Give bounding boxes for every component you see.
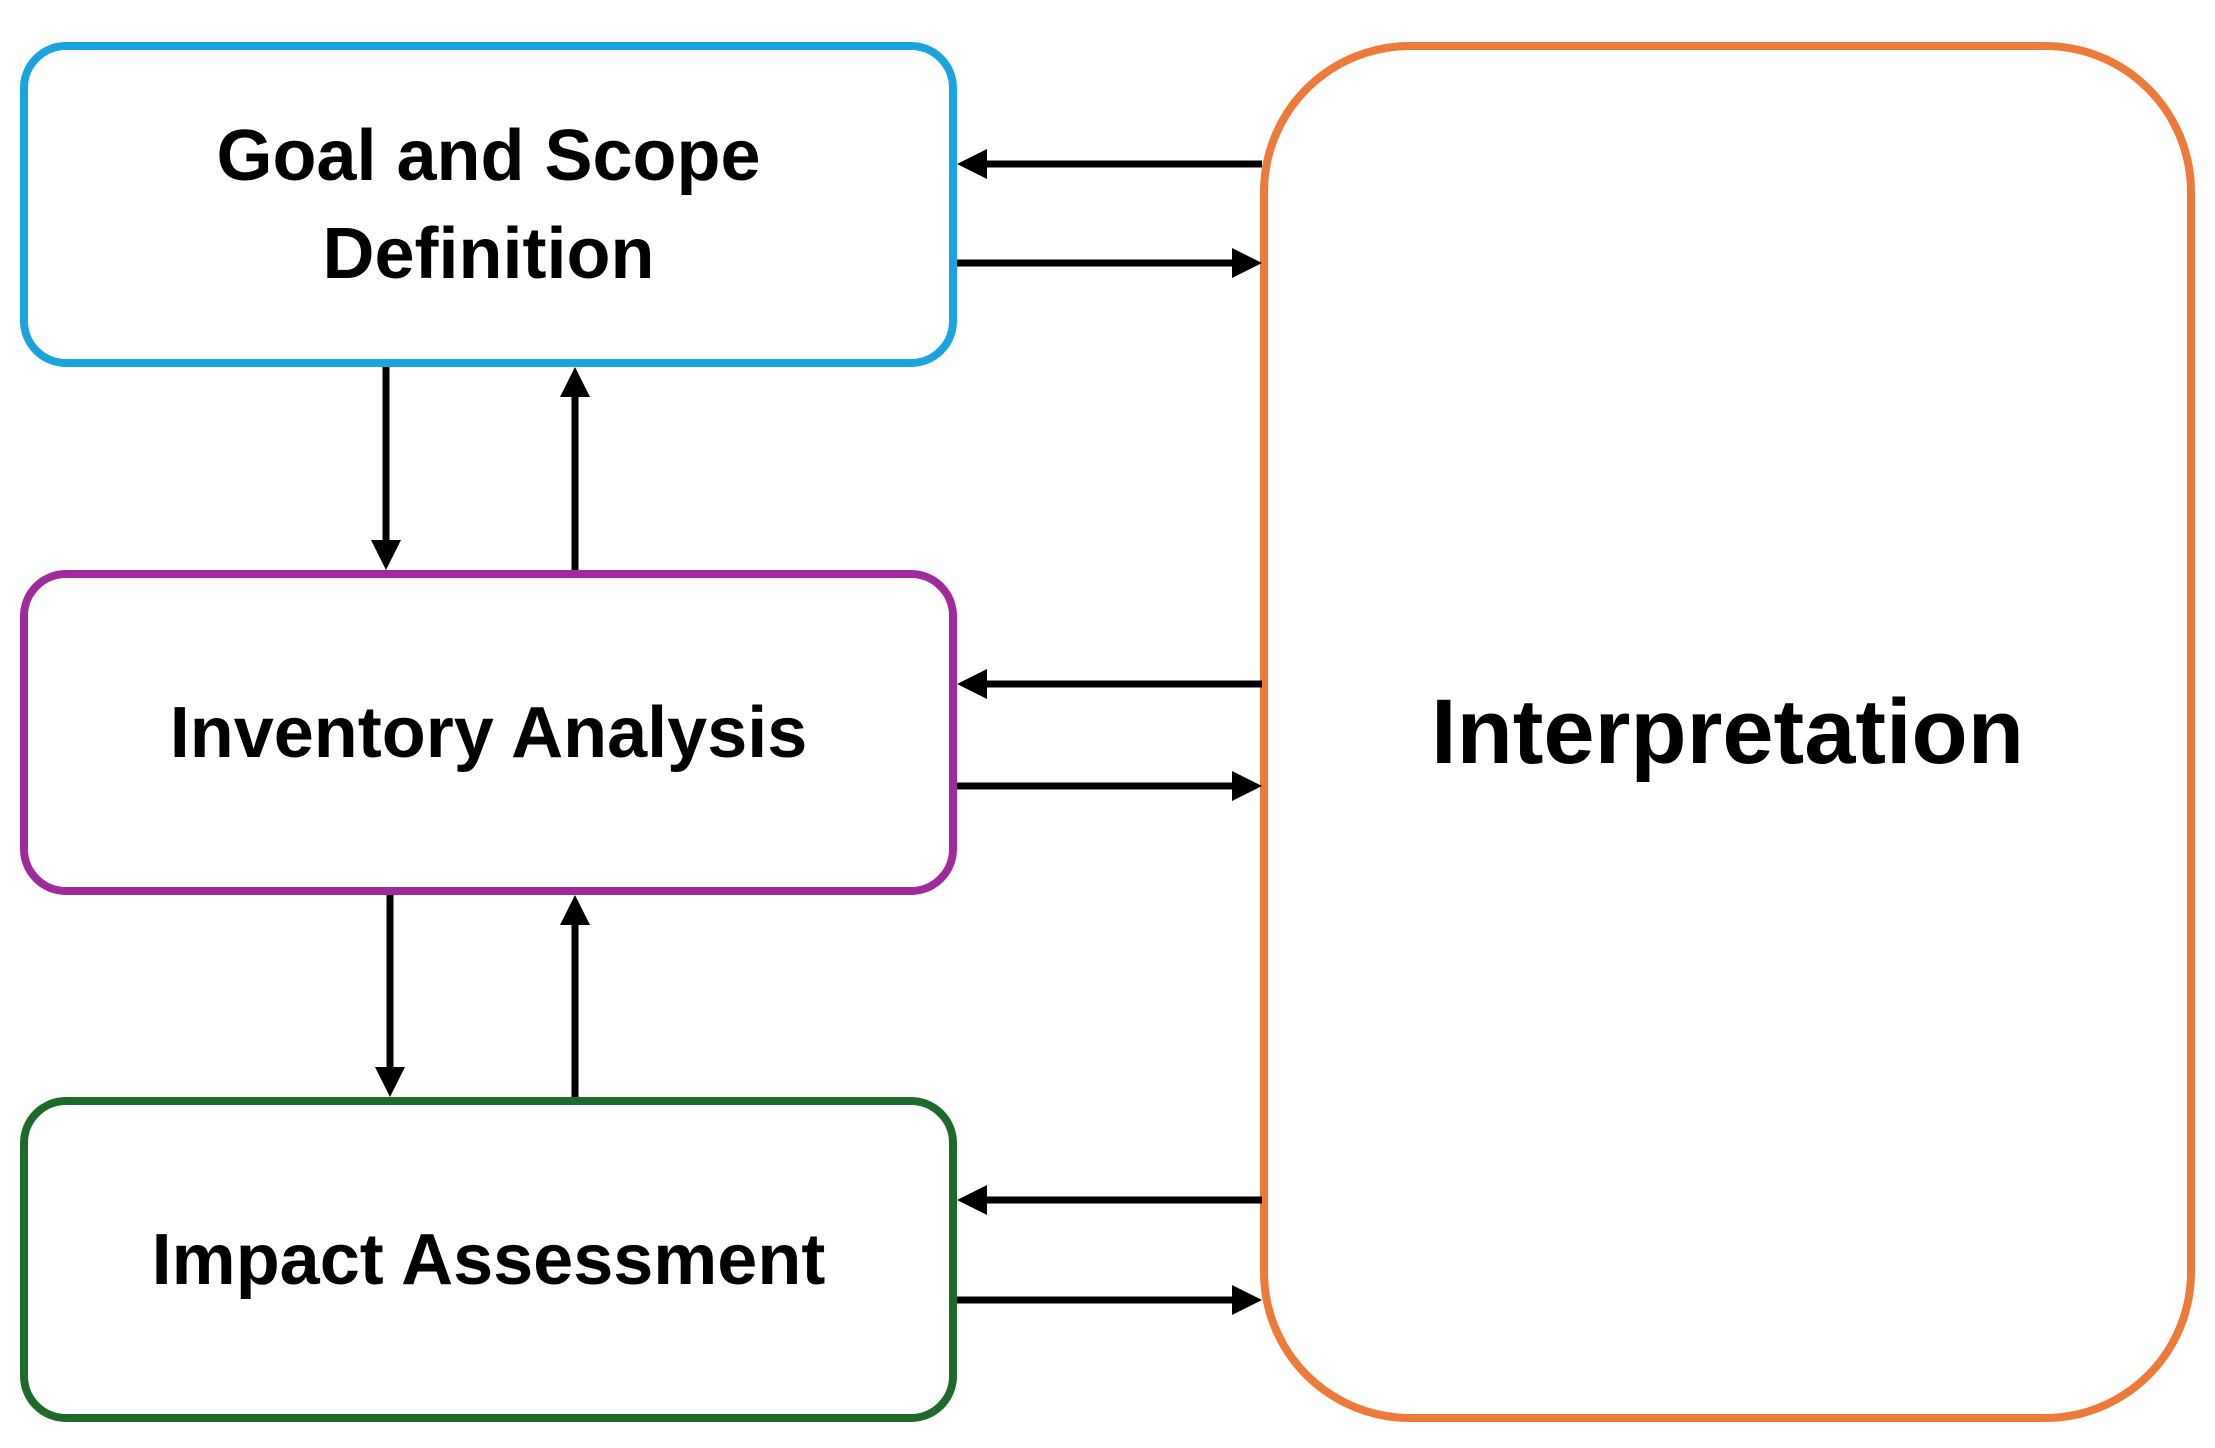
arrow-interpretation-to-goal: [957, 149, 1262, 179]
impact-assessment-label: Impact Assessment: [151, 1219, 826, 1300]
interpretation-label: Interpretation: [1431, 681, 2024, 783]
arrow-interpretation-to-inventory: [957, 669, 1262, 699]
arrow-inventory-to-goal: [560, 367, 590, 570]
impact-assessment-box: Impact Assessment: [20, 1097, 957, 1422]
arrow-goal-to-inventory: [371, 367, 401, 570]
goal-and-scope-box: Goal and Scope Definition: [20, 42, 957, 367]
arrow-impact-to-inventory: [560, 895, 590, 1097]
inventory-analysis-label: Inventory Analysis: [169, 692, 808, 773]
arrow-inventory-to-interpretation: [957, 771, 1262, 801]
interpretation-box: Interpretation: [1260, 42, 2195, 1422]
arrow-goal-to-interpretation: [957, 248, 1262, 278]
arrow-inventory-to-impact: [375, 895, 405, 1097]
arrow-impact-to-interpretation: [957, 1285, 1262, 1315]
goal-and-scope-label: Goal and Scope Definition: [216, 115, 761, 294]
inventory-analysis-box: Inventory Analysis: [20, 570, 957, 895]
arrow-interpretation-to-impact: [957, 1185, 1262, 1215]
